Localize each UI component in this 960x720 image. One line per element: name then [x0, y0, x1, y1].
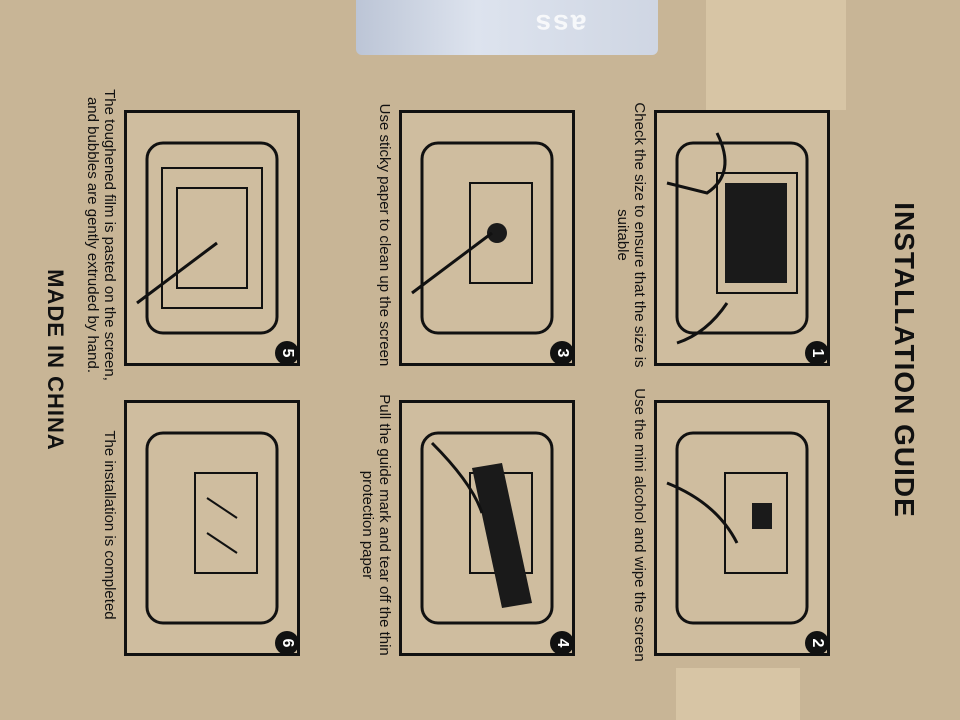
tape-bottom [676, 668, 800, 720]
step-5-panel: 5 [124, 110, 300, 366]
step-4-illustration [420, 431, 554, 625]
step-5-number: 5 [275, 341, 299, 365]
step-1-number: 1 [805, 341, 829, 365]
guide-title: INSTALLATION GUIDE [889, 202, 920, 518]
step-4-caption: Pull the guide mark and tear off the thi… [359, 394, 393, 656]
step-4-panel: 4 [399, 400, 575, 656]
step-5-caption: The toughened film is pasted on the scre… [84, 89, 118, 381]
step-1-illustration [666, 132, 809, 345]
step-5-illustration [136, 141, 279, 335]
step-2-illustration [666, 431, 809, 625]
brand-sticker [356, 0, 658, 55]
step-3-panel: 3 [399, 110, 575, 366]
step-6-panel: 6 [124, 400, 300, 656]
step-2-number: 2 [805, 631, 829, 655]
step-3-illustration [411, 141, 554, 335]
step-6-illustration [145, 431, 279, 625]
made-in-label: MADE IN CHINA [43, 269, 68, 451]
step-6-caption: The installation is completed [101, 430, 118, 620]
step-3-number: 3 [550, 341, 574, 365]
step-2-panel: 2 [654, 400, 830, 656]
step-3-caption: Use sticky paper to clean up the screen [376, 103, 393, 367]
step-4-number: 4 [550, 631, 574, 655]
step-6-number: 6 [275, 631, 299, 655]
step-1-caption: Check the size to ensure that the size i… [614, 102, 648, 368]
step-1-panel: 1 [654, 110, 830, 366]
tape-top [706, 0, 846, 110]
step-2-caption: Use the mini alcohol and wipe the screen [631, 388, 648, 662]
